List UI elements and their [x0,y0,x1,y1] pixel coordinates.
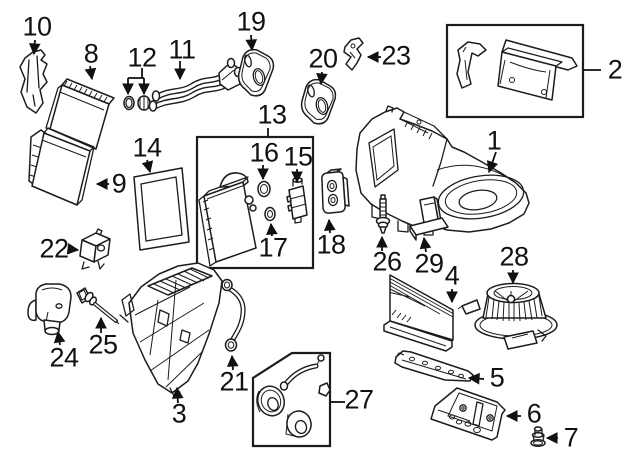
part-number-13: 13 [257,99,287,130]
part-number-20: 20 [308,43,338,74]
part-21-drain-tube [221,278,246,352]
part-12-hose-clamps [123,95,151,111]
part-number-19: 19 [236,6,266,37]
part-number-1: 1 [486,125,502,156]
part-number-28: 28 [499,241,529,272]
part-number-6: 6 [526,398,542,429]
part-15-expansion-valve [286,177,308,224]
part-number-27: 27 [344,384,374,415]
part-29-resistor [409,196,449,241]
part-14-seal-frame [133,167,190,251]
part-number-15: 15 [283,141,313,172]
part-number-21: 21 [219,366,249,397]
part-28-blower-motor [457,282,558,350]
part-25-temp-sensor [76,287,120,325]
part-number-5: 5 [489,362,505,393]
part-10-bracket [19,49,48,114]
part-26-screw [375,194,391,234]
part-number-22: 22 [39,233,69,264]
part-5-support-bar [394,350,474,382]
part-4-cabin-filter [383,274,454,352]
part-number-14: 14 [132,132,162,163]
part-number-25: 25 [88,329,118,360]
part-number-12: 12 [127,42,157,73]
part-9-heater-core [28,127,95,206]
part-number-24: 24 [49,342,79,373]
part-16-o-ring [257,180,271,198]
part-7-grommet [530,426,546,447]
part-1-upper-case [355,105,530,236]
part-number-23: 23 [381,40,411,71]
group-box-27 [251,351,332,448]
part-number-11: 11 [168,34,196,65]
part-number-9: 9 [111,168,127,199]
callout-leader-lines [28,34,601,444]
part-17-o-ring [264,206,276,222]
part-number-2: 2 [607,54,623,85]
part-20-seal-plate [300,78,337,125]
part-number-17: 17 [258,232,288,263]
part-19-seal-plate [237,48,275,97]
part-23-clip [343,37,364,71]
part-number-29: 29 [414,248,444,279]
part-number-7: 7 [563,422,579,453]
part-number-16: 16 [249,137,279,168]
part-22-actuator [79,228,111,270]
part-number-4: 4 [444,260,460,291]
part-number-10: 10 [22,11,52,42]
part-3-lower-case [119,262,223,397]
part-18-connector-cover [321,168,350,214]
part-24-actuator-motor [27,283,72,336]
part-11-hose-assembly [148,57,243,112]
part-number-8: 8 [83,38,99,69]
group-box-2 [445,23,585,119]
part-6-mounting-plate [430,387,506,441]
part-number-26: 26 [372,246,402,277]
part-number-3: 3 [171,398,187,429]
part-13-evaporator [198,172,257,267]
part-number-18: 18 [316,229,346,260]
